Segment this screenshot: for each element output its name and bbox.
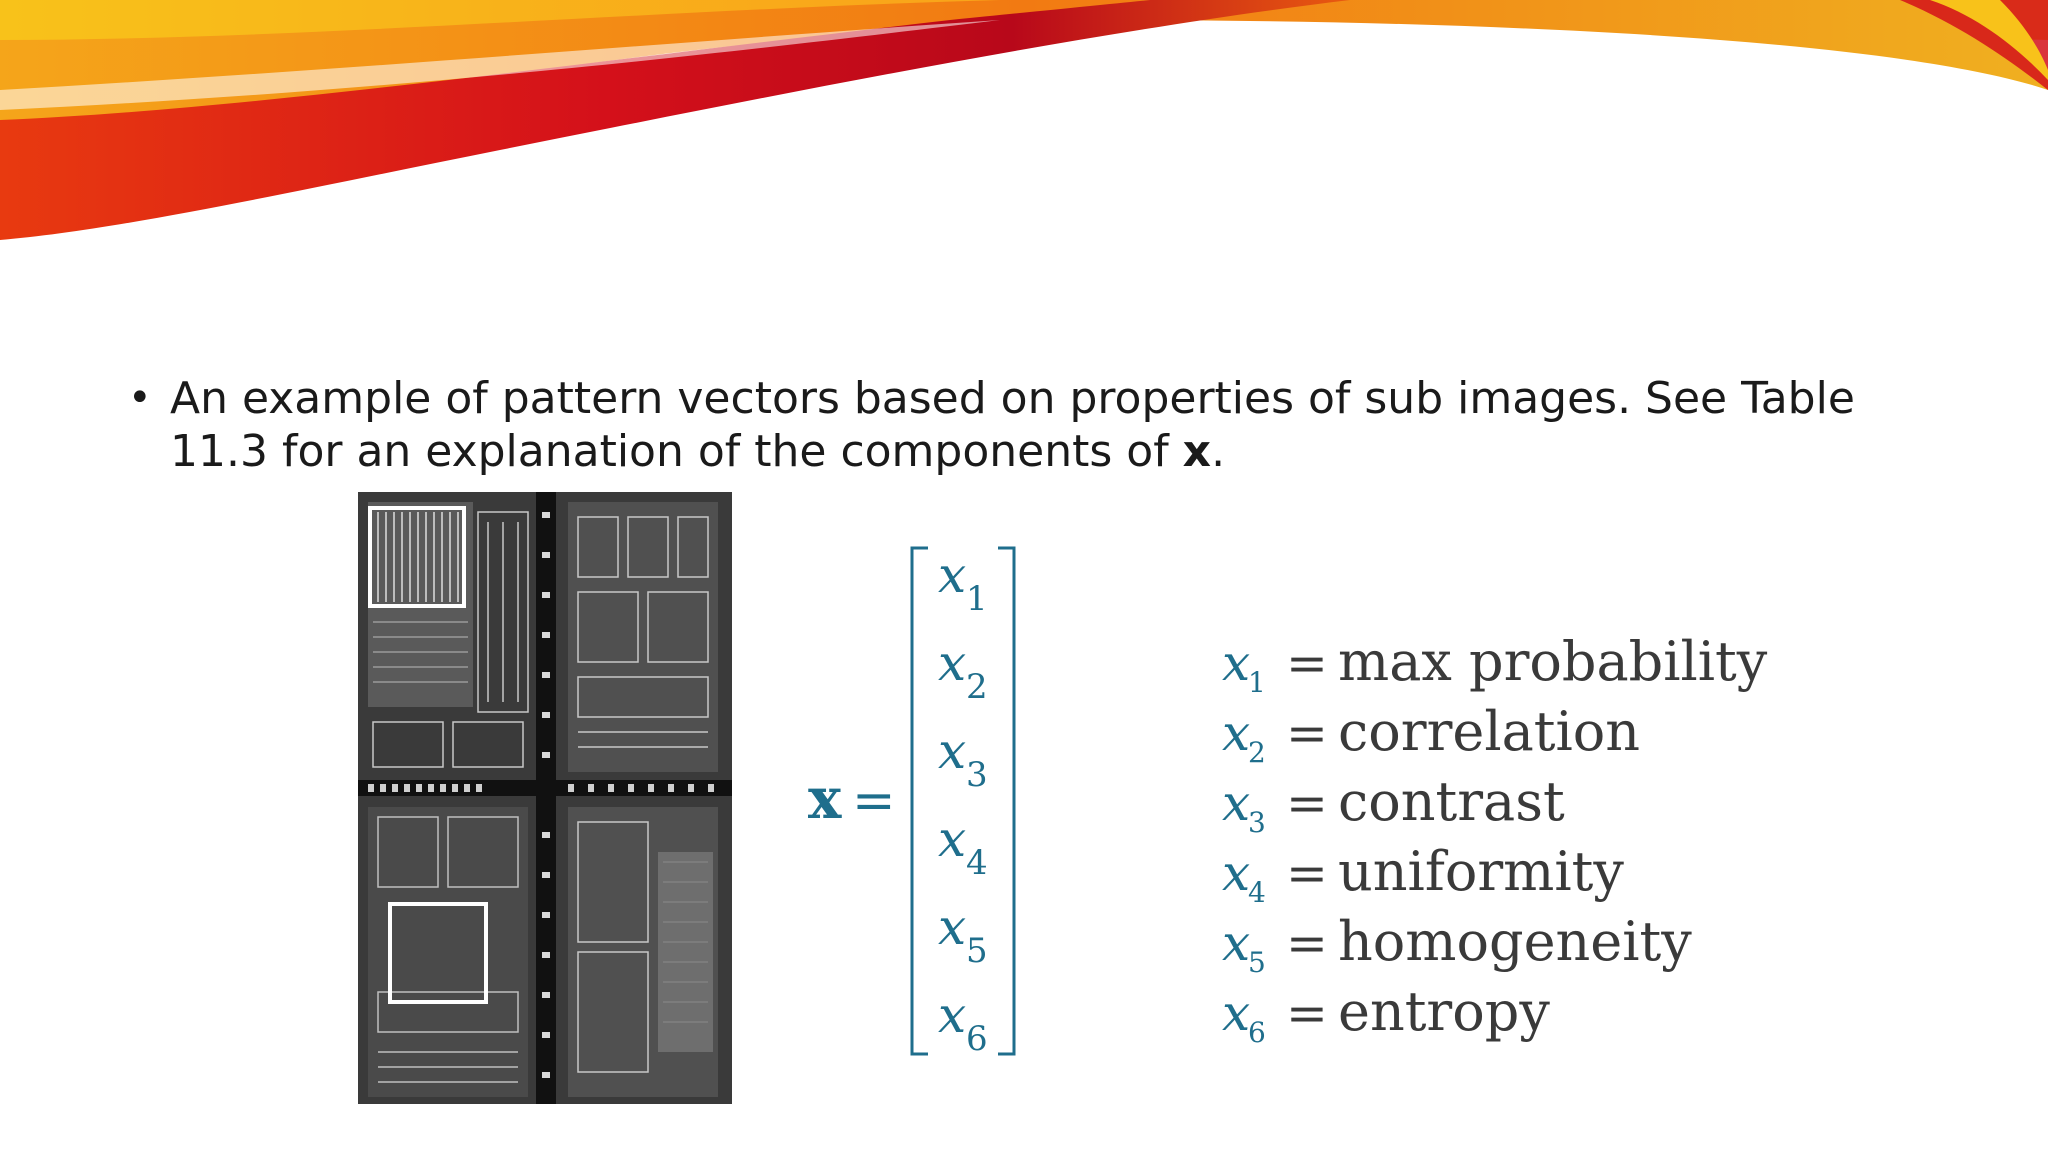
component-definitions: x 1 = max probability x 2 = correlation … bbox=[1222, 630, 1768, 1049]
definition-var: x bbox=[1222, 914, 1250, 972]
vector-name: x bbox=[808, 766, 842, 832]
definition-row: x 3 = contrast bbox=[1222, 770, 1565, 839]
bullet-dot-icon: • bbox=[128, 375, 152, 421]
left-bracket bbox=[910, 546, 928, 1056]
definition-sub: 6 bbox=[1248, 1016, 1266, 1049]
vector-entry-sub: 2 bbox=[966, 667, 988, 707]
definition-meaning: contrast bbox=[1338, 770, 1565, 833]
chip-image bbox=[358, 492, 732, 1104]
definition-sub: 4 bbox=[1248, 876, 1266, 909]
definition-equals: = bbox=[1286, 774, 1328, 832]
definition-var: x bbox=[1222, 984, 1250, 1042]
vector-entry: x bbox=[938, 810, 966, 868]
definition-sub: 3 bbox=[1248, 806, 1266, 839]
sample-region-bottom bbox=[388, 902, 488, 1004]
banner-right-gold bbox=[1930, 0, 2048, 80]
bullet-text-main: An example of pattern vectors based on p… bbox=[170, 373, 1855, 477]
definition-var: x bbox=[1222, 774, 1250, 832]
definition-row: x 4 = uniformity bbox=[1222, 840, 1624, 909]
definition-equals: = bbox=[1286, 914, 1328, 972]
definition-sub: 5 bbox=[1248, 946, 1266, 979]
definition-row: x 6 = entropy bbox=[1222, 980, 1550, 1049]
vector-entries: x 1 x 2 x 3 x 4 x 5 x 6 bbox=[938, 546, 988, 1059]
definition-row: x 5 = homogeneity bbox=[1222, 910, 1692, 979]
decorative-banner bbox=[0, 0, 2048, 240]
vector-entry-sub: 3 bbox=[966, 755, 988, 795]
vector-entry-sub: 5 bbox=[966, 931, 988, 971]
definition-sub: 2 bbox=[1248, 736, 1266, 769]
definition-meaning: entropy bbox=[1338, 980, 1550, 1043]
vector-entry-sub: 1 bbox=[966, 579, 988, 619]
definition-var: x bbox=[1222, 634, 1250, 692]
bullet-text: An example of pattern vectors based on p… bbox=[170, 372, 1960, 478]
vector-entry: x bbox=[938, 986, 966, 1044]
right-bracket bbox=[998, 546, 1016, 1056]
banner-orange-band bbox=[0, 0, 2048, 150]
definition-equals: = bbox=[1286, 704, 1328, 762]
definition-meaning: max probability bbox=[1338, 630, 1768, 693]
definition-meaning: uniformity bbox=[1338, 840, 1624, 903]
vector-entry-sub: 4 bbox=[966, 843, 988, 883]
vector-entry: x bbox=[938, 634, 966, 692]
definition-row: x 2 = correlation bbox=[1222, 700, 1640, 769]
definition-var: x bbox=[1222, 844, 1250, 902]
vector-entry: x bbox=[938, 722, 966, 780]
definition-equals: = bbox=[1286, 844, 1328, 902]
definition-meaning: correlation bbox=[1338, 700, 1640, 763]
vector-entry-sub: 6 bbox=[966, 1019, 988, 1059]
sample-region-top bbox=[368, 506, 466, 608]
definition-var: x bbox=[1222, 704, 1250, 762]
vector-entry: x bbox=[938, 898, 966, 956]
definition-meaning: homogeneity bbox=[1338, 910, 1692, 973]
banner-red-band bbox=[0, 0, 1350, 240]
bullet-text-tail: . bbox=[1211, 426, 1226, 477]
bullet-text-bold: x bbox=[1182, 426, 1212, 477]
definition-sub: 1 bbox=[1248, 666, 1266, 699]
definition-equals: = bbox=[1286, 634, 1328, 692]
vector-entry: x bbox=[938, 546, 966, 604]
banner-white-swoosh bbox=[0, 20, 1000, 110]
definition-equals: = bbox=[1286, 984, 1328, 1042]
definition-row: x 1 = max probability bbox=[1222, 630, 1768, 699]
vector-equals: = bbox=[852, 771, 896, 831]
